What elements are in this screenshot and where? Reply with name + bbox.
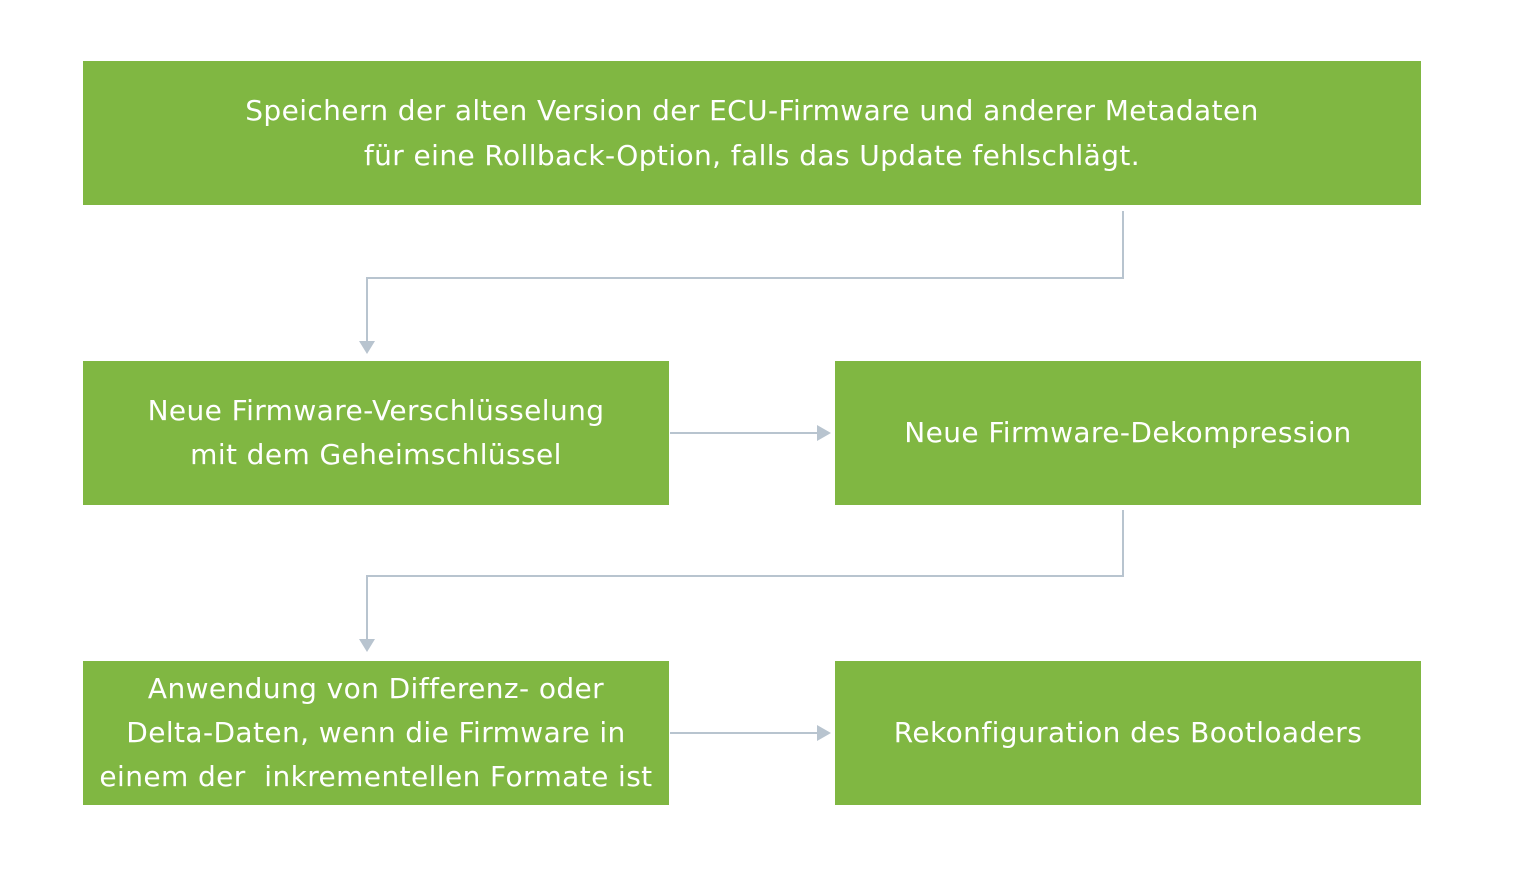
connector-top-to-encrypt — [366, 211, 1124, 343]
step-apply-delta-line-2: Delta-Daten, wenn die Firmware in — [126, 716, 626, 749]
step-save-old-version: Speichern der alten Version der ECU-Firm… — [83, 61, 1421, 205]
step-reconfigure-bootloader: Rekonfiguration des Bootloaders — [835, 661, 1421, 805]
arrowhead-right-1 — [817, 425, 831, 441]
arrowhead-right-2 — [817, 725, 831, 741]
step-apply-delta-line-1: Anwendung von Differenz- oder — [147, 672, 605, 705]
step-apply-delta: Anwendung von Differenz- oder Delta-Date… — [83, 661, 669, 805]
step-encrypt-firmware-line-2: mit dem Geheimschlüssel — [190, 438, 562, 471]
step-encrypt-firmware: Neue Firmware-Verschlüsselung mit dem Ge… — [83, 361, 669, 505]
step-encrypt-firmware-line-1: Neue Firmware-Verschlüsselung — [147, 394, 605, 427]
step-decompress-firmware: Neue Firmware-Dekompression — [835, 361, 1421, 505]
connector-decompress-to-delta — [366, 510, 1124, 641]
arrowhead-down-2 — [359, 639, 375, 652]
step-decompress-firmware-line-1: Neue Firmware-Dekompression — [904, 416, 1352, 449]
step-reconfigure-bootloader-line-1: Rekonfiguration des Bootloaders — [893, 716, 1363, 749]
arrowhead-down-1 — [359, 341, 375, 354]
step-save-old-version-line-1: Speichern der alten Version der ECU-Firm… — [245, 94, 1259, 127]
step-save-old-version-line-2: für eine Rollback-Option, falls das Upda… — [363, 139, 1141, 172]
step-apply-delta-line-3: einem der inkrementellen Formate ist — [99, 760, 653, 793]
